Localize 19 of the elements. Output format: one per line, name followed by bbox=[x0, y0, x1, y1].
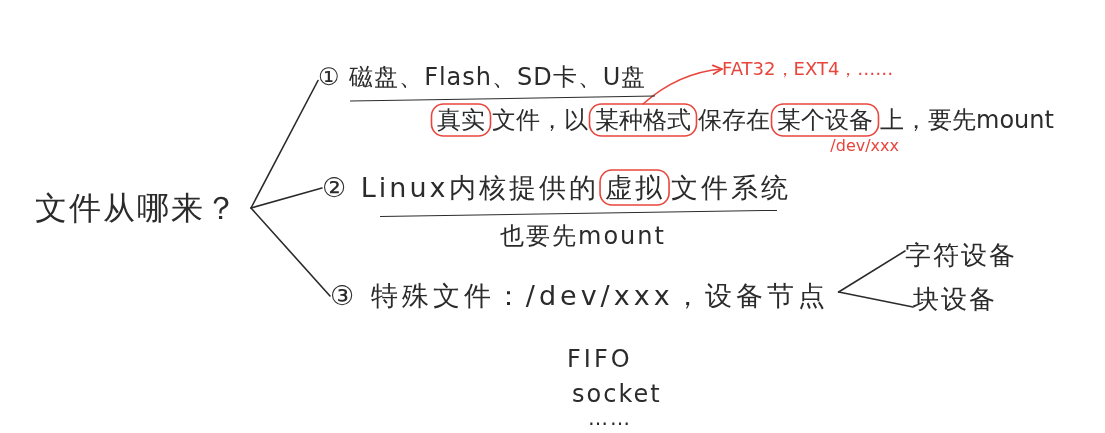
branch-text: ① 磁盘、Flash、SD卡、U盘 bbox=[318, 62, 655, 99]
list-item-text: FIFO bbox=[567, 345, 633, 373]
list-item-text: socket bbox=[572, 380, 662, 408]
leaf-text: 块设备 bbox=[913, 284, 997, 314]
leaf-text: 字符设备 bbox=[905, 240, 1017, 270]
branch-text: ③ 特殊文件：/dev/xxx，设备节点 bbox=[330, 280, 839, 312]
branch-line bbox=[250, 79, 319, 209]
branch-line bbox=[837, 250, 906, 293]
annotation-text: /dev/xxx bbox=[830, 137, 899, 155]
branch-line bbox=[250, 187, 323, 209]
note-text: 真实文件，以某种格式保存在某个设备上，要先mount bbox=[430, 104, 1054, 136]
branch-line bbox=[837, 291, 914, 308]
branch-line bbox=[250, 207, 331, 297]
annotation-text: FAT32，EXT4，…… bbox=[722, 58, 894, 80]
branch-text: ② Linux内核提供的虚拟文件系统 bbox=[322, 170, 791, 214]
annotation-arrow bbox=[642, 64, 723, 105]
ellipsis-text: …… bbox=[588, 406, 632, 430]
note-text: 也要先mount bbox=[500, 222, 666, 250]
topic-text: 文件从哪来？ bbox=[35, 190, 251, 226]
